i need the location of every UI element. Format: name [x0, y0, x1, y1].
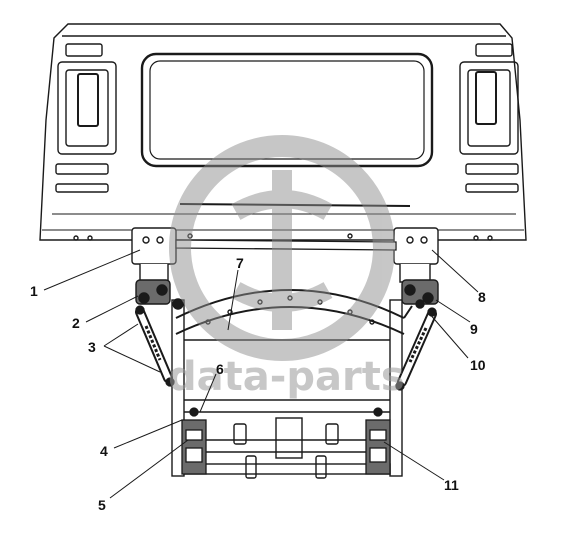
callout-5: 5	[98, 497, 106, 513]
callout-8: 8	[478, 289, 486, 305]
mount-bracket-left	[131, 227, 177, 283]
left-lock-block	[181, 407, 207, 475]
left-hinge-assembly	[135, 279, 184, 310]
left-lamp	[55, 61, 117, 193]
callout-2: 2	[72, 315, 80, 331]
callout-11: 11	[444, 477, 459, 493]
right-lock-block	[365, 407, 391, 475]
rear-window	[140, 52, 434, 168]
left-shock-absorber	[135, 305, 175, 387]
mount-bracket-right	[393, 227, 439, 283]
callout-4: 4	[100, 443, 108, 459]
watermark-logo	[169, 135, 395, 361]
callout-3: 3	[88, 339, 96, 355]
callout-6: 6	[216, 361, 224, 377]
right-hinge-assembly	[401, 279, 439, 319]
callout-7: 7	[236, 255, 244, 271]
leader-lines	[43, 249, 479, 499]
right-lamp	[459, 61, 519, 193]
callout-1: 1	[30, 283, 38, 299]
watermark-text: data-parts	[168, 354, 405, 400]
right-shock-absorber	[395, 307, 437, 391]
callout-10: 10	[470, 357, 486, 373]
callout-9: 9	[470, 321, 478, 337]
